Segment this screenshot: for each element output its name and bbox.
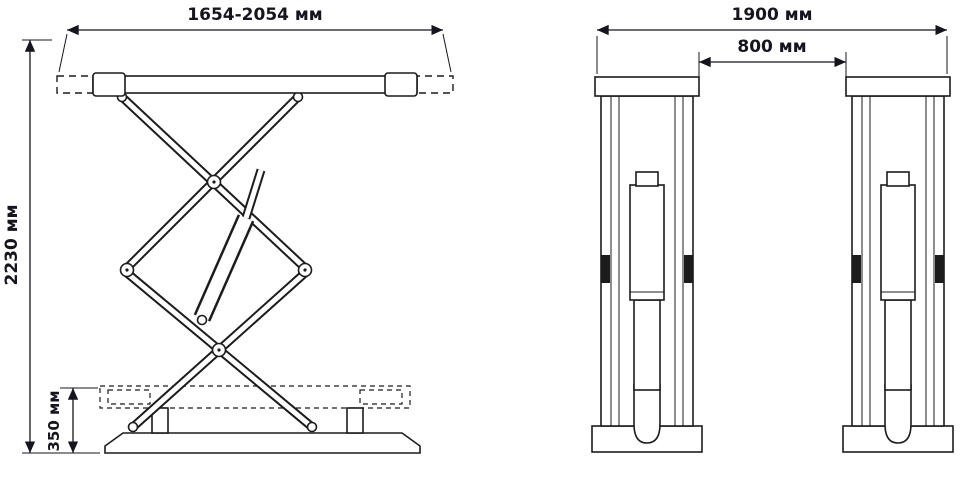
- dimension-width-range: 1654-2054 мм: [58, 5, 452, 73]
- right-column: [842, 76, 954, 453]
- dimension-gap: 800 мм: [698, 37, 847, 77]
- dimension-total-width: 1900 мм: [596, 5, 948, 74]
- dim-min-height-label: 350 мм: [45, 390, 63, 451]
- platform: [56, 72, 454, 97]
- hydraulic-cylinder: [193, 168, 266, 326]
- front-view-drawing: 1900 мм 800 мм: [591, 5, 954, 453]
- dim-total-width-label: 1900 мм: [731, 5, 812, 25]
- lowered-platform-dashed: [99, 385, 411, 409]
- dimension-min-height: 350 мм: [45, 387, 98, 453]
- left-column: [591, 76, 703, 453]
- side-view-drawing: 1654-2054 мм 2230 мм 350 мм: [2, 5, 454, 454]
- dim-width-range-label: 1654-2054 мм: [187, 5, 322, 25]
- dimension-total-height: 2230 мм: [2, 39, 100, 454]
- dim-gap-label: 800 мм: [737, 37, 806, 57]
- dim-height-label: 2230 мм: [2, 204, 22, 285]
